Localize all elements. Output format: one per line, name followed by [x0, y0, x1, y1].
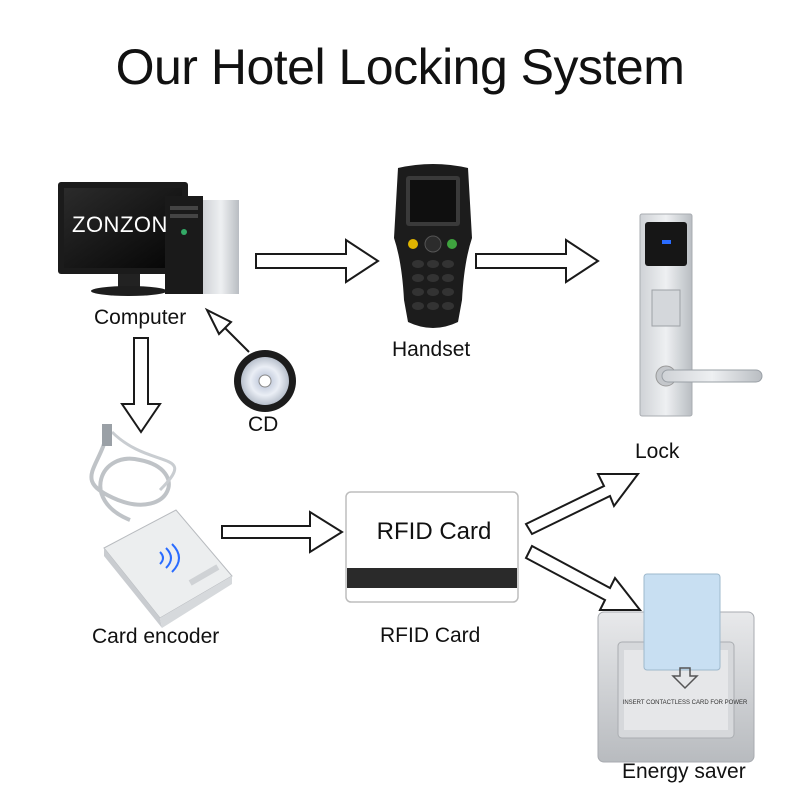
diagram-title: Our Hotel Locking System [115, 39, 685, 95]
energy-saver-icon [597, 573, 755, 763]
label-card-encoder: Card encoder [92, 625, 220, 648]
arrow-encoder-to-card [221, 510, 344, 554]
rfid-card-shape [345, 491, 519, 603]
monitor-brand-text: ZONZON [72, 212, 168, 237]
arrow-computer-to-encoder [120, 337, 162, 434]
label-computer: Computer [94, 306, 187, 329]
handset-icon [394, 164, 472, 328]
arrow-handset-to-lock [475, 238, 600, 284]
label-rfid-card: RFID Card [380, 624, 481, 647]
arrow-computer-to-handset [255, 238, 380, 284]
lock-indicator-light [662, 240, 671, 244]
label-cd: CD [248, 413, 279, 436]
arrow-cd-to-computer [204, 307, 250, 353]
card-magnetic-stripe [347, 568, 517, 588]
label-lock: Lock [635, 440, 680, 463]
arrow-card-to-energy-saver [524, 544, 643, 611]
label-handset: Handset [392, 338, 471, 361]
arrow-card-to-lock [524, 473, 640, 536]
computer-icon [58, 182, 239, 296]
rfid-card-face-text: RFID Card [376, 518, 492, 545]
door-lock-icon [639, 213, 763, 417]
cd-icon [234, 350, 296, 412]
label-energy-saver: Energy saver [622, 760, 746, 783]
card-encoder-icon [89, 424, 233, 628]
energy-saver-insert-text: INSERT CONTACTLESS CARD FOR POWER [622, 700, 748, 706]
